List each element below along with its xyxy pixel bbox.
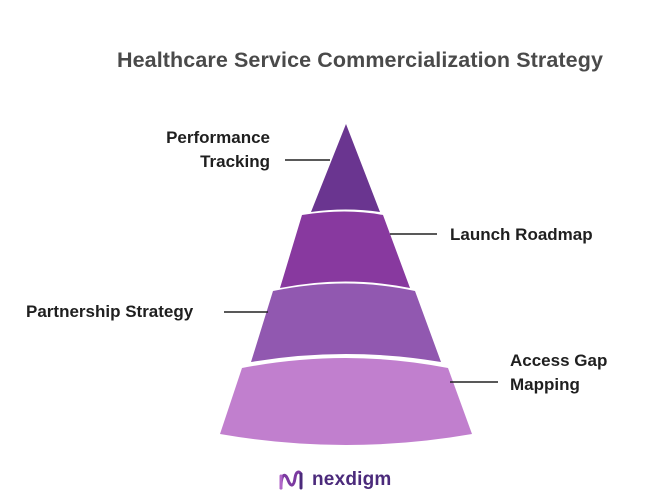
page-title: Healthcare Service Commercialization Str… [116,48,604,72]
brand-name: nexdigm [312,469,392,490]
label-line: Access Gap [510,351,608,370]
label-partnership-strategy: Partnership Strategy [26,302,194,321]
label-line: Mapping [510,375,580,394]
brand-logo: nexdigm [278,468,392,492]
tier-launch-roadmap [280,211,410,288]
label-launch-roadmap: Launch Roadmap [450,225,593,244]
label-line: Tracking [200,152,270,171]
tier-access-gap-mapping [220,358,472,445]
label-line: Performance [166,128,270,147]
label-access-gap-mapping: Access Gap Mapping [510,349,607,397]
tier-performance-tracking [311,124,380,212]
tier-partnership-strategy [251,283,441,362]
nexdigm-logo-icon [279,470,303,490]
label-performance-tracking: Performance Tracking [120,126,270,174]
